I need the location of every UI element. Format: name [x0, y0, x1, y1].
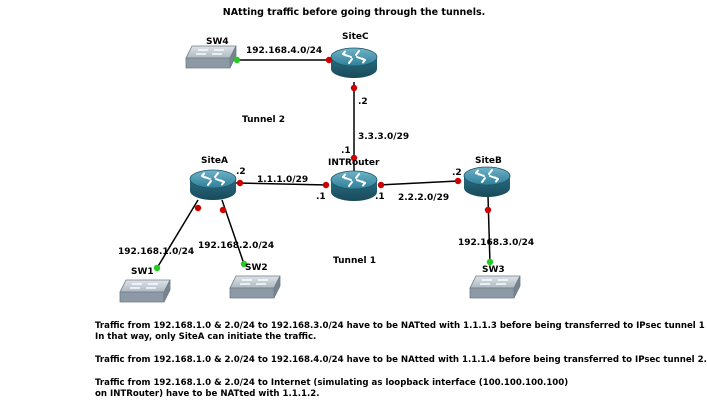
note-line: Traffic from 192.168.1.0 & 2.0/24 to 192… — [95, 355, 707, 365]
port-up-dot — [486, 258, 494, 266]
port-down-dot — [194, 204, 202, 212]
label-sitea: SiteA — [201, 156, 228, 166]
net-siteb-sw3: 192.168.3.0/24 — [458, 238, 534, 248]
if-int-left: .1 — [316, 192, 326, 202]
sw3-switch-icon[interactable] — [469, 275, 521, 299]
tunnel2-label: Tunnel 2 — [242, 115, 285, 125]
label-sw1: SW1 — [131, 267, 154, 277]
note-1: Traffic from 192.168.1.0 & 2.0/24 to 192… — [95, 321, 705, 343]
label-sw4: SW4 — [206, 37, 229, 47]
sitec-router-icon[interactable] — [330, 47, 378, 79]
note-line: Traffic from 192.168.1.0 & 2.0/24 to Int… — [95, 378, 569, 388]
net-sitea-sw1: 192.168.1.0/24 — [118, 247, 194, 257]
network-diagram: NAtting traffic before going through the… — [118, 7, 534, 303]
net-sitea-int: 1.1.1.0/29 — [257, 175, 308, 185]
port-down-dot — [454, 177, 462, 185]
sitea-router-icon[interactable] — [189, 169, 237, 201]
if-siteb-left: .2 — [452, 168, 462, 178]
port-down-dot — [377, 181, 385, 189]
label-sw2: SW2 — [245, 263, 268, 273]
net-sitec-int: 3.3.3.0/29 — [358, 132, 409, 142]
link-sitea-introuter — [235, 182, 329, 186]
tunnel1-label: Tunnel 1 — [333, 256, 376, 266]
port-up-dot — [153, 264, 161, 272]
port-dots — [153, 56, 494, 272]
label-siteb: SiteB — [475, 156, 502, 166]
port-down-dot — [484, 206, 492, 214]
if-int-up: .1 — [341, 146, 351, 156]
label-sitec: SiteC — [342, 32, 369, 42]
note-2: Traffic from 192.168.1.0 & 2.0/24 to 192… — [95, 355, 707, 366]
sw1-switch-icon[interactable] — [119, 279, 171, 303]
diagram-title: NAtting traffic before going through the… — [223, 7, 485, 18]
net-sw4-sitec: 192.168.4.0/24 — [246, 46, 322, 56]
link-siteb-sw3 — [487, 195, 491, 265]
note-3: Traffic from 192.168.1.0 & 2.0/24 to Int… — [95, 378, 685, 400]
link-sitea-sw1 — [156, 199, 199, 269]
sw2-switch-icon[interactable] — [229, 275, 281, 299]
sw4-switch-icon[interactable] — [185, 45, 237, 69]
nat-notes: Traffic from 192.168.1.0 & 2.0/24 to 192… — [95, 321, 707, 412]
port-up-dot — [233, 56, 241, 64]
introuter-router-icon[interactable] — [330, 170, 378, 202]
port-down-dot — [325, 56, 333, 64]
net-sitea-sw2: 192.168.2.0/24 — [198, 241, 274, 251]
port-down-dot — [350, 154, 358, 162]
port-down-dot — [219, 206, 227, 214]
siteb-router-icon[interactable] — [463, 166, 511, 198]
port-down-dot — [350, 84, 358, 92]
link-introuter-siteb — [377, 180, 459, 186]
if-int-right: .1 — [375, 192, 385, 202]
label-introuter: INTRouter — [328, 158, 380, 168]
port-down-dot — [322, 181, 330, 189]
if-sitea-right: .2 — [236, 167, 246, 177]
note-line: on INTRouter) have to be NATted with 1.1… — [95, 389, 320, 399]
note-line: Traffic from 192.168.1.0 & 2.0/24 to 192… — [95, 321, 705, 331]
label-sw3: SW3 — [482, 265, 505, 275]
port-up-dot — [240, 260, 248, 268]
note-line: In that way, only SiteA can initiate the… — [95, 332, 317, 342]
port-down-dot — [236, 179, 244, 187]
net-int-siteb: 2.2.2.0/29 — [398, 193, 449, 203]
if-sitec-down: .2 — [358, 97, 368, 107]
